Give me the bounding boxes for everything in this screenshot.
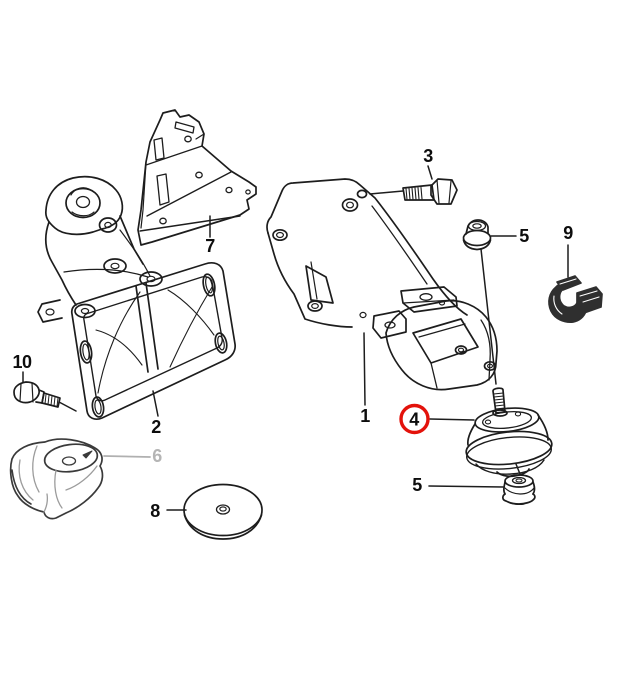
leader-lines bbox=[22, 165, 569, 511]
callout-4-highlighted[interactable]: 4 bbox=[409, 409, 419, 429]
part-5-lower-bushing-drawing bbox=[502, 474, 536, 505]
callout-9[interactable]: 9 bbox=[563, 223, 573, 243]
callout-8[interactable]: 8 bbox=[150, 501, 160, 521]
callout-1[interactable]: 1 bbox=[360, 406, 370, 426]
part-8-disc-drawing bbox=[183, 483, 263, 540]
callout-3[interactable]: 3 bbox=[423, 146, 433, 166]
part-3-bolt-drawing bbox=[402, 178, 458, 205]
part-7-plate-drawing bbox=[137, 109, 257, 246]
part-1-support-arm-drawing bbox=[266, 178, 498, 391]
part-10-bolt-drawing bbox=[13, 381, 61, 408]
part-6-cover-drawing bbox=[9, 438, 104, 520]
callout-6[interactable]: 6 bbox=[152, 446, 162, 466]
part-2-bracket-drawing bbox=[37, 175, 236, 421]
callout-7[interactable]: 7 bbox=[205, 236, 215, 256]
highlight-circle bbox=[399, 403, 430, 435]
callout-2[interactable]: 2 bbox=[151, 417, 161, 437]
callout-10[interactable]: 10 bbox=[12, 352, 32, 372]
callout-5-lower[interactable]: 5 bbox=[412, 475, 422, 495]
part-9-clip-drawing bbox=[548, 275, 603, 323]
callout-5-upper[interactable]: 5 bbox=[519, 226, 529, 246]
part-4-engine-mount-drawing bbox=[465, 387, 553, 478]
part-5-upper-nut-drawing bbox=[462, 219, 492, 251]
